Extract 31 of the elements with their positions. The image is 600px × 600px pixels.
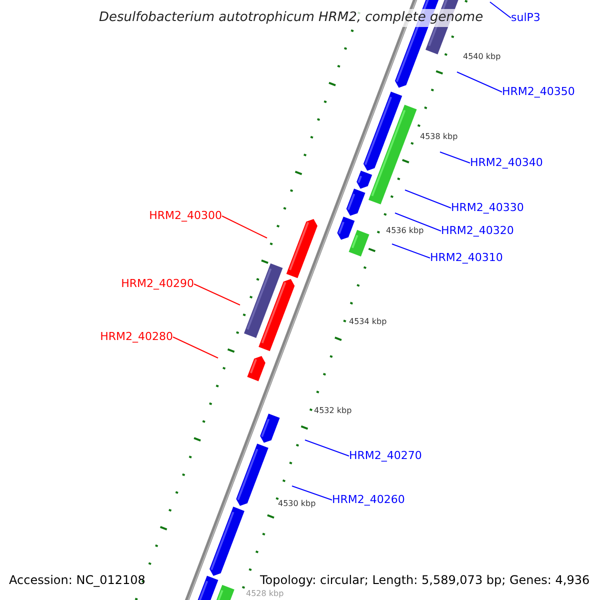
gene-label: HRM2_40330 — [451, 201, 524, 215]
scale-label: 4530 kbp — [278, 500, 316, 508]
leader-line — [304, 440, 350, 456]
leader-line — [292, 486, 332, 500]
gene-label: HRM2_40320 — [441, 224, 514, 238]
leader-line — [222, 216, 268, 238]
scale-label: 4532 kbp — [314, 407, 352, 415]
gene-label: HRM2_40350 — [502, 85, 575, 99]
leader-line — [394, 212, 442, 232]
leader-line — [490, 2, 512, 18]
leader-line — [456, 72, 502, 92]
leader-line — [392, 244, 430, 258]
gene-label: HRM2_40260 — [332, 493, 405, 507]
gene-label: HRM2_40300 — [149, 209, 222, 223]
accession-text: Accession: NC_012108 — [9, 574, 146, 586]
leader-line — [440, 152, 470, 164]
gene-label: HRM2_40270 — [349, 449, 422, 463]
scale-label: 4540 kbp — [463, 53, 501, 61]
gene-label: HRM2_40340 — [470, 156, 543, 170]
scale-label: 4536 kbp — [386, 227, 424, 235]
genome-stats-text: Topology: circular; Length: 5,589,073 bp; Genes: 4,936 — [260, 574, 590, 586]
leader-line — [194, 284, 240, 306]
scale-label: 4534 kbp — [349, 318, 387, 326]
scale-label: 4528 kbp — [246, 590, 284, 598]
gene-label: HRM2_40280 — [100, 330, 173, 344]
leader-line — [172, 336, 218, 358]
scale-label: 4538 kbp — [420, 133, 458, 141]
gene-label: HRM2_40290 — [121, 277, 194, 291]
gene-label: HRM2_40310 — [430, 251, 503, 265]
gene-label: sulP3 — [511, 11, 540, 25]
leader-line — [404, 190, 452, 208]
